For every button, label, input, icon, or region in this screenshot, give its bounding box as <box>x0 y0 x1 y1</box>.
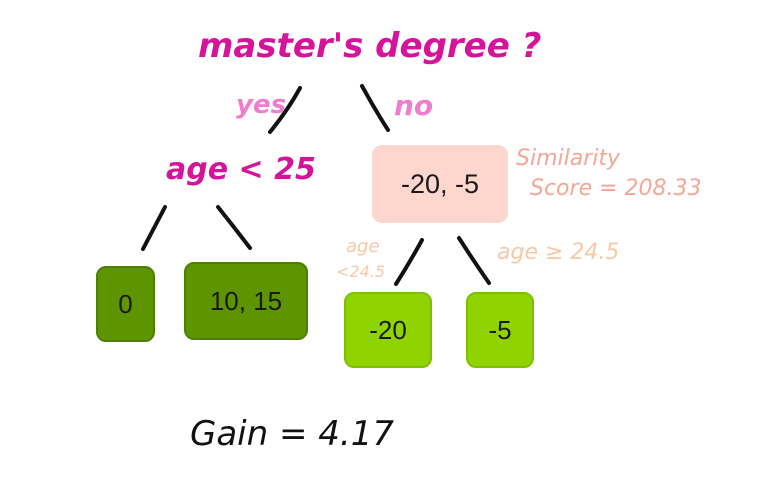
leaf-left-left: 0 <box>96 266 155 342</box>
leaf-left-right: 10, 15 <box>184 262 308 340</box>
edge-root-yes <box>268 86 302 134</box>
right-node: -20, -5 <box>372 145 508 223</box>
right-branch-right-label: age ≥ 24.5 <box>497 240 620 265</box>
root-question: master's degree ? <box>198 26 542 66</box>
branch-no-label: no <box>394 89 434 122</box>
similarity-label-line2: Score = 208.33 <box>530 176 702 201</box>
edge-right-left <box>394 238 424 286</box>
leaf-right-left: -20 <box>344 292 432 368</box>
leaf-right-right: -5 <box>466 292 534 368</box>
right-branch-left-label-line1: age <box>346 236 380 257</box>
edge-age-right <box>216 205 252 250</box>
left-split-label: age < 25 <box>166 152 316 187</box>
branch-yes-label: yes <box>236 90 287 120</box>
similarity-label-line1: Similarity <box>516 146 621 171</box>
right-branch-left-label-line2: <24.5 <box>336 262 386 281</box>
edge-right-right <box>457 236 491 285</box>
edge-age-left <box>141 205 167 251</box>
edge-root-no <box>360 84 390 132</box>
gain-label: Gain = 4.17 <box>190 414 394 454</box>
